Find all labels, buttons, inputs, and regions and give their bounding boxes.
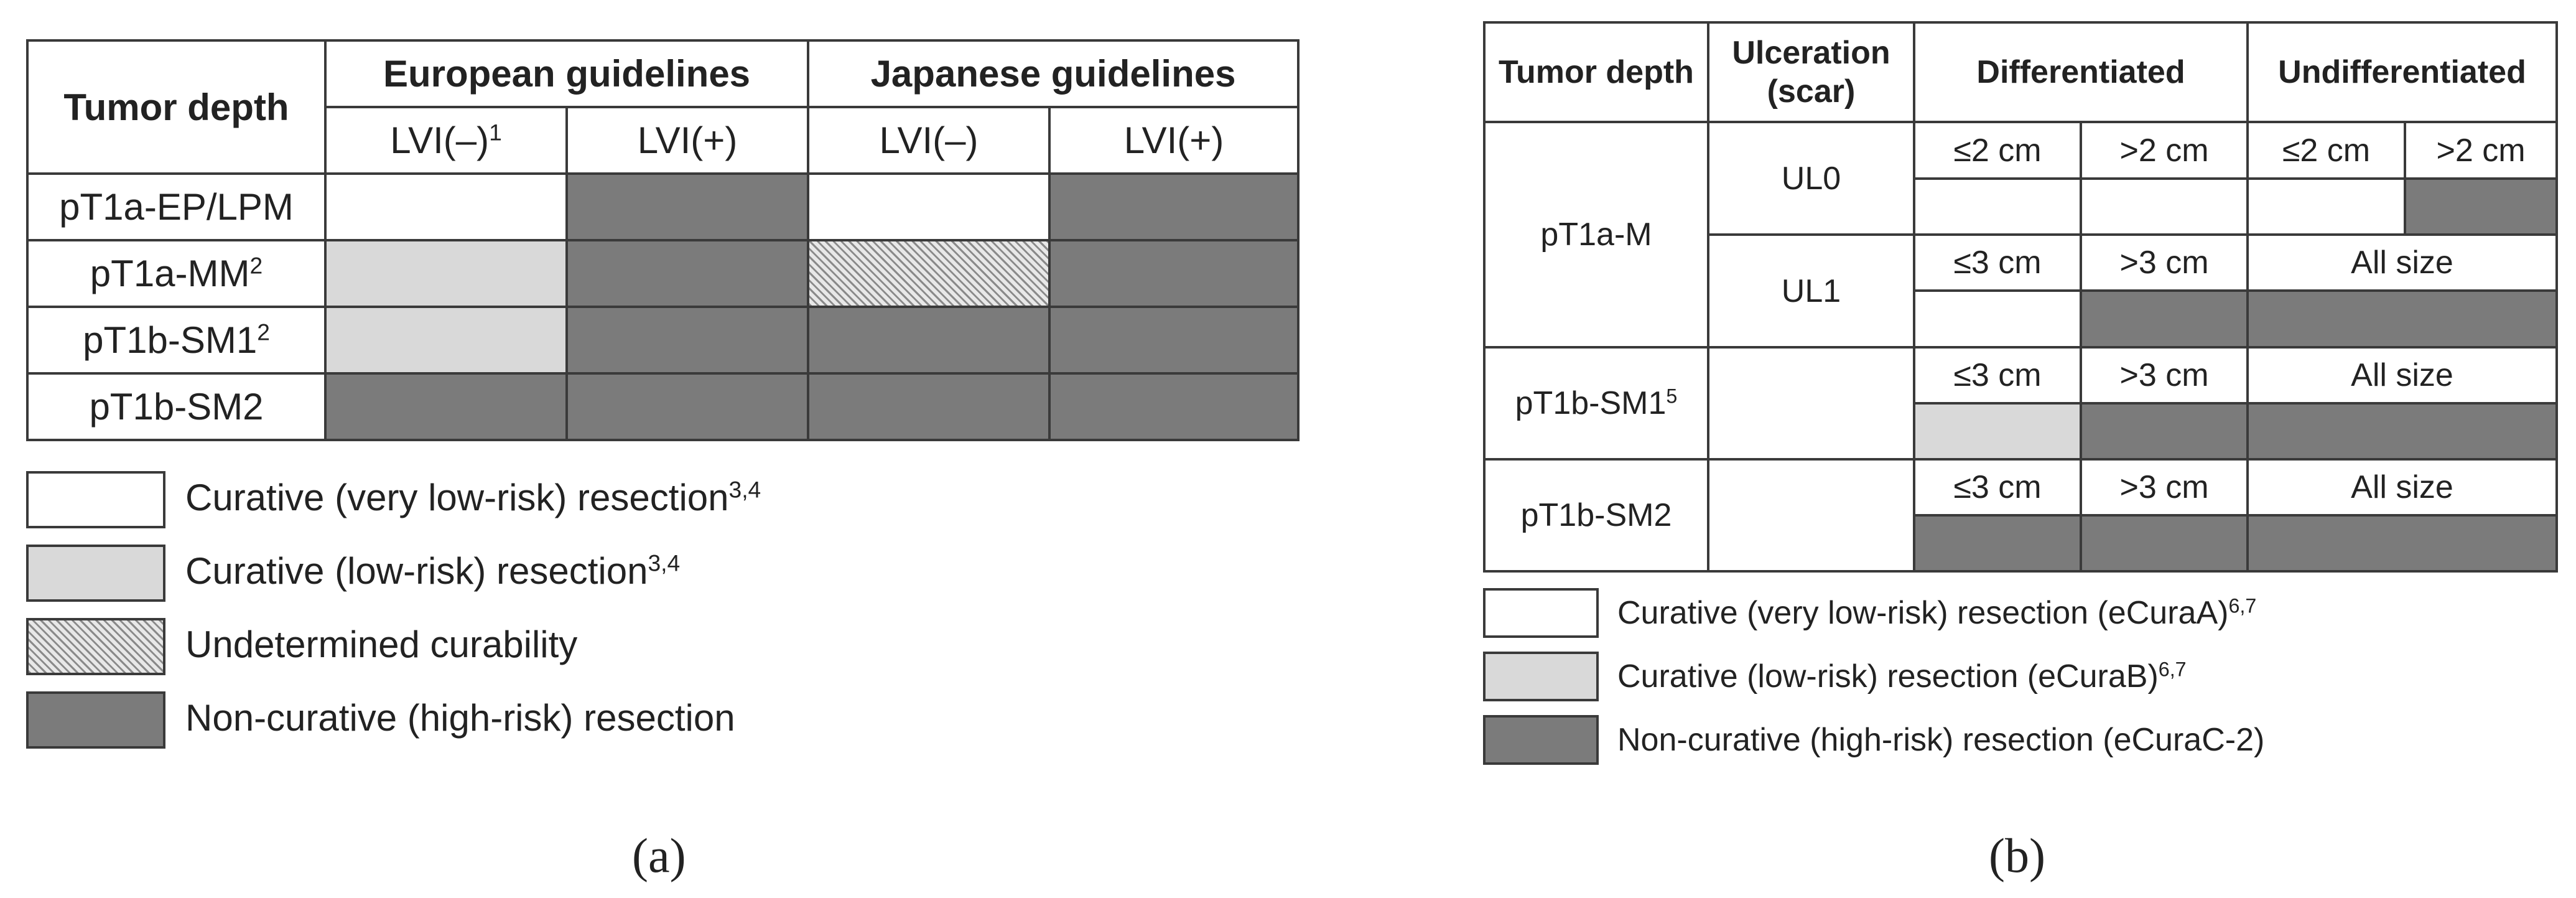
cell-mm-jp-lvi-pos <box>1048 239 1300 308</box>
header-undifferentiated: Undifferentiated <box>2246 21 2558 123</box>
row-label-pt1b-sm2: pT1b-SM2 <box>26 372 327 441</box>
size-label-sm1-gt3: >3 cm <box>2080 346 2249 405</box>
row-label-pt1b-sm1: pT1b-SM12 <box>26 306 327 375</box>
cell-ul0-diff-gt2 <box>2080 177 2249 236</box>
cell-mm-jp-lvi-neg <box>807 239 1051 308</box>
header-european-guidelines: European guidelines <box>323 39 810 108</box>
cell-sm2-jp-lvi-neg <box>807 372 1051 441</box>
header-tumor-depth: Tumor depth <box>26 39 327 175</box>
japanese-ecura-table: Tumor depth Ulceration (scar) Differenti… <box>1483 21 2558 573</box>
cell-sm2-jp-lvi-pos <box>1048 372 1300 441</box>
legend-a-swatch-very-low-risk <box>26 471 165 528</box>
legend-a-swatch-low-risk <box>26 545 165 602</box>
cell-sm2-diff-gt3 <box>2080 514 2249 573</box>
header-eu-lvi-positive: LVI(+) <box>565 106 810 175</box>
legend-a-swatch-high-risk <box>26 691 165 749</box>
cell-ul0-undiff-gt2 <box>2404 177 2558 236</box>
row-label-pt1b-sm1-b: pT1b-SM15 <box>1483 346 1709 461</box>
cell-sm1-diff-le3 <box>1913 402 2082 461</box>
legend-b-swatch-ecura-a <box>1483 588 1599 638</box>
header-eu-lvi-negative: LVI(–)1 <box>324 106 568 175</box>
panel-label-a: (a) <box>632 828 686 882</box>
cell-ep-lpm-eu-lvi-pos <box>565 172 810 241</box>
row-label-pt1a-mm: pT1a-MM2 <box>26 239 327 308</box>
cell-sm1-jp-lvi-pos <box>1048 306 1300 375</box>
row-label-pt1a-ep-lpm: pT1a-EP/LPM <box>26 172 327 241</box>
legend-a-label: Curative (low-risk) resection <box>185 550 648 592</box>
legend-a-label: Curative (very low-risk) resection <box>185 477 729 518</box>
size-label-diff-gt3: >3 cm <box>2080 233 2249 292</box>
cell-ul0-diff-le2 <box>1913 177 2082 236</box>
size-label-undiff-gt2: >2 cm <box>2404 121 2558 180</box>
cell-ul1-diff-le3 <box>1913 289 2082 348</box>
legend-b-label: Curative (very low-risk) resection (eCur… <box>1617 595 2229 631</box>
cell-sm1-undiff-all <box>2246 402 2558 461</box>
ulceration-blank-sm2 <box>1707 458 1915 573</box>
ulceration-blank-sm1 <box>1707 346 1915 461</box>
cell-ep-lpm-jp-lvi-neg <box>807 172 1051 241</box>
legend-b-label: Curative (low-risk) resection (eCuraB) <box>1617 658 2159 695</box>
header-differentiated: Differentiated <box>1913 21 2249 123</box>
size-label-diff-le2: ≤2 cm <box>1913 121 2082 180</box>
row-label-pt1a-m: pT1a-M <box>1483 121 1709 348</box>
size-label-sm2-le3: ≤3 cm <box>1913 458 2082 517</box>
cell-sm2-eu-lvi-neg <box>324 372 568 441</box>
legend-a-swatch-undetermined <box>26 618 165 675</box>
cell-sm1-eu-lvi-neg <box>324 306 568 375</box>
size-label-undiff-all: All size <box>2246 233 2558 292</box>
row-label-pt1b-sm2-b: pT1b-SM2 <box>1483 458 1709 573</box>
cell-ep-lpm-eu-lvi-neg <box>324 172 568 241</box>
size-label-diff-gt2: >2 cm <box>2080 121 2249 180</box>
header-japanese-guidelines: Japanese guidelines <box>807 39 1300 108</box>
legend-a-label: Non-curative (high-risk) resection <box>185 697 735 739</box>
header-tumor-depth-b: Tumor depth <box>1483 21 1709 123</box>
header-ulceration: Ulceration (scar) <box>1707 21 1915 123</box>
cell-sm1-jp-lvi-neg <box>807 306 1051 375</box>
header-jp-lvi-positive: LVI(+) <box>1048 106 1300 175</box>
cell-sm1-diff-gt3 <box>2080 402 2249 461</box>
row-label-ul1: UL1 <box>1707 233 1915 348</box>
header-jp-lvi-negative: LVI(–) <box>807 106 1051 175</box>
size-label-sm2-all: All size <box>2246 458 2558 517</box>
size-label-undiff-le2: ≤2 cm <box>2246 121 2406 180</box>
cell-sm2-diff-le3 <box>1913 514 2082 573</box>
size-label-sm1-le3: ≤3 cm <box>1913 346 2082 405</box>
european-japanese-guidelines-table: Tumor depth European guidelines Japanese… <box>26 39 1300 441</box>
cell-sm2-eu-lvi-pos <box>565 372 810 441</box>
cell-sm2-undiff-all <box>2246 514 2558 573</box>
cell-sm1-eu-lvi-pos <box>565 306 810 375</box>
size-label-sm2-gt3: >3 cm <box>2080 458 2249 517</box>
size-label-diff-le3: ≤3 cm <box>1913 233 2082 292</box>
cell-ul1-diff-gt3 <box>2080 289 2249 348</box>
row-label-ul0: UL0 <box>1707 121 1915 236</box>
cell-ul0-undiff-le2 <box>2246 177 2406 236</box>
legend-b-swatch-ecura-c2 <box>1483 715 1599 765</box>
legend-b-swatch-ecura-b <box>1483 652 1599 701</box>
cell-ul1-undiff-all <box>2246 289 2558 348</box>
cell-ep-lpm-jp-lvi-pos <box>1048 172 1300 241</box>
cell-mm-eu-lvi-pos <box>565 239 810 308</box>
legend-a-label: Undetermined curability <box>185 624 578 665</box>
cell-mm-eu-lvi-neg <box>324 239 568 308</box>
legend-b-label: Non-curative (high-risk) resection (eCur… <box>1617 722 2265 758</box>
panel-label-b: (b) <box>1989 828 2045 882</box>
size-label-sm1-all: All size <box>2246 346 2558 405</box>
